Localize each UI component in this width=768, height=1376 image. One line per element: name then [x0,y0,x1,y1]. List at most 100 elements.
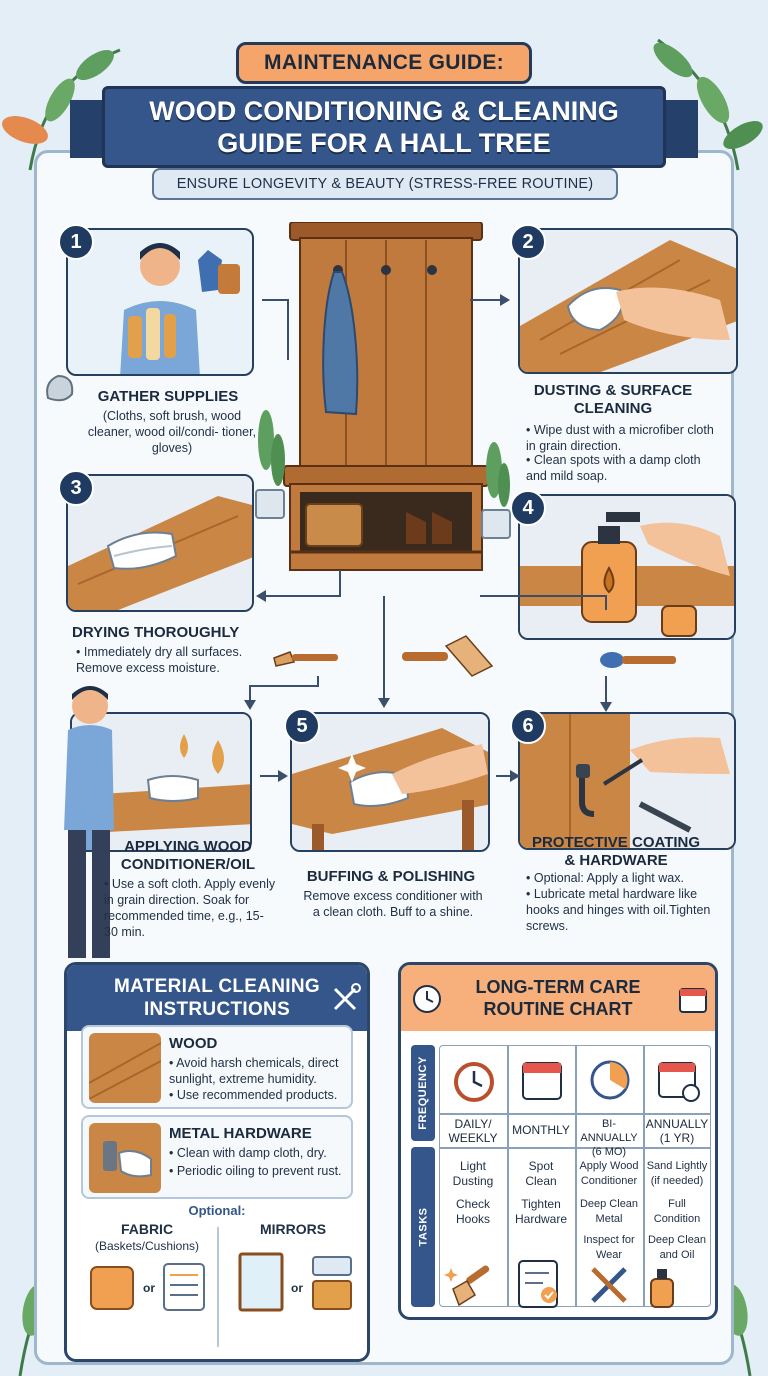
task-daily-2a: Check [455,1197,490,1211]
col-biannual-label-1: BI-ANNUALLY [580,1118,638,1144]
care-heading-line-1: LONG-TERM CARE [475,977,641,997]
paintbrush-icon [273,651,338,667]
step-applying-title-line-1: APPLYING WOOD [124,838,252,855]
task-annual-3a: Deep Clean [647,1234,707,1246]
supplies-cloth-icon [46,374,74,402]
col-biannual-label: BI-ANNUALLY (6 MO) [575,1117,643,1159]
step-3-number: 3 [58,470,94,506]
step-applying-title-line-2: CONDITIONER/OIL [120,856,256,873]
step-1-title: GATHER SUPPLIES [97,388,239,405]
wood-title: WOOD [169,1035,218,1052]
tools-icon [333,983,361,1011]
care-chart-section: LONG-TERM CARE ROUTINE CHART FREQUENCY T… [398,962,718,1320]
checklist-icon [518,1260,558,1308]
brush-tool-icon [402,635,494,677]
frequency-tab: FREQUENCY [411,1045,435,1141]
col-daily-label-1: DAILY/ [454,1117,492,1131]
page-title: WOOD CONDITIONING & CLEANING GUIDE FOR A… [102,86,666,168]
step-4-number: 4 [510,490,546,526]
step-3-image [66,474,254,612]
col-monthly-label-1: MONTHLY [512,1123,570,1137]
clock-icon [413,985,441,1013]
chart-col-divider [575,1045,577,1307]
spatula-icon [600,652,676,668]
col-annual-label: ANNUALLY(1 YR) [643,1117,711,1145]
hall-tree-illustration [283,222,489,571]
step-6-image [518,712,736,850]
task-monthly-1a: Spot [528,1159,554,1173]
plant-left-icon [255,410,285,519]
material-metal-item: METAL HARDWARE • Clean with damp cloth, … [81,1115,353,1199]
task-monthly-2a: Tighten [521,1197,561,1211]
col-biannual-label-2: (6 MO) [591,1146,627,1158]
tasks-label: TASKS [417,1207,429,1247]
metal-title: METAL HARDWARE [169,1125,312,1142]
metal-bullet-1: • Clean with damp cloth, dry. [169,1146,327,1160]
step-6-number: 6 [510,708,546,744]
task-daily-1a: Light [459,1159,487,1173]
crossed-tools-icon [591,1267,627,1303]
leaf-decoration-top-right [653,38,763,171]
step-applying-title: APPLYING WOOD CONDITIONER/OIL [104,838,272,874]
step-6-title-line-1: PROTECTIVE COATING [531,834,701,851]
col-annual-label-2: (1 YR) [659,1131,695,1145]
task-annual-1a: Sand Lightly [646,1160,708,1172]
step-2-title-line-1: DUSTING & SURFACE [533,382,693,399]
wood-bullet-2: • Use recommended products. [169,1088,338,1102]
step-applying-text: • Use a soft cloth. Apply evenly in grai… [104,877,276,939]
material-wood-item: WOOD • Avoid harsh chemicals, direct sun… [81,1025,353,1109]
page-subtitle: ENSURE LONGEVITY & BEAUTY (STRESS-FREE R… [152,168,618,200]
wood-bullet-1: • Avoid harsh chemicals, direct sunlight… [169,1056,339,1086]
step-1-number: 1 [58,224,94,260]
biannual-clock-icon [590,1060,630,1100]
step-6-title: PROTECTIVE COATING & HARDWARE [508,834,724,870]
step-3-text: • Immediately dry all surfaces. Remove e… [76,645,243,675]
leaf-decoration-top-left [2,48,121,171]
mirrors-title: MIRRORS [259,1221,327,1237]
fabric-title: FABRIC [120,1221,174,1237]
step-5-number: 5 [284,708,320,744]
step-2-title: DUSTING & SURFACE CLEANING [506,382,720,418]
step-5-title: BUFFING & POLISHING [306,868,476,885]
chart-row-divider [439,1113,711,1115]
task-daily-2b: Hooks [455,1212,490,1226]
care-heading-line-2: ROUTINE CHART [483,999,633,1019]
person-applying-icon [64,686,114,958]
oil-bottle-icon [650,1269,674,1308]
tasks-tab: TASKS [411,1147,435,1307]
task-annual-3b: and Oil [659,1249,695,1261]
step-2-number: 2 [510,224,546,260]
or-label-2: or [291,1281,303,1295]
step-5-text: Remove excess conditioner with a clean c… [303,889,483,919]
chart-col-divider [507,1045,509,1307]
task-annual-3: Deep Clean and Oil [643,1233,711,1263]
calendar-icon [679,988,707,1013]
alarm-clock-icon [454,1062,494,1102]
towel-stack-icon [312,1256,352,1310]
chart-col-divider [643,1045,645,1307]
col-monthly-label: MONTHLY [507,1123,575,1137]
fabric-subtitle: (Baskets/Cushions) [94,1239,200,1253]
brush-sparkle-icon [444,1265,490,1307]
step-1-text: (Cloths, soft brush, wood cleaner, wood … [87,409,257,455]
title-line-2: GUIDE FOR A HALL TREE [217,128,551,158]
task-biannual-3b: Wear [595,1249,623,1261]
task-monthly-2b: Hardware [514,1212,568,1226]
chart-row-divider [439,1147,711,1149]
mirror-icon [238,1252,284,1312]
monthly-calendar-icon [522,1062,562,1100]
task-biannual-1b: Conditioner [580,1175,638,1187]
task-monthly-1b: Clean [525,1174,557,1188]
col-daily-label-2: WEEKLY [448,1131,498,1145]
care-chart-heading: LONG-TERM CARE ROUTINE CHART [401,965,715,1031]
material-cleaning-heading: MATERIAL CLEANING INSTRUCTIONS [67,965,367,1031]
task-biannual-2a: Deep Clean [579,1198,639,1210]
step-6-title-line-2: & HARDWARE [564,852,668,869]
